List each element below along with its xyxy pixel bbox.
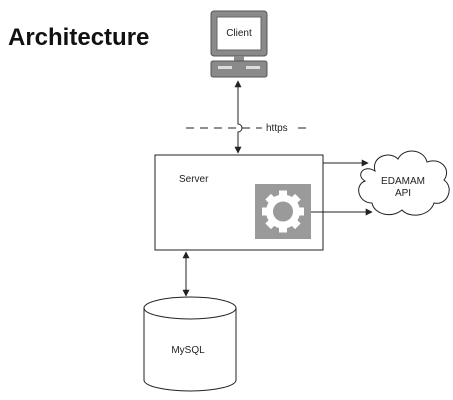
server-label: Server	[179, 174, 209, 185]
database-cylinder-icon	[143, 296, 237, 392]
https-label: https	[266, 123, 288, 134]
client-label: Client	[226, 28, 252, 39]
api-label-line1: EDAMAM	[381, 176, 425, 187]
api-label-line2: API	[395, 188, 411, 199]
cloud-icon	[358, 150, 450, 216]
database-label: MySQL	[171, 345, 205, 356]
client-computer-icon	[210, 10, 268, 78]
diagram-title: Architecture	[8, 24, 150, 51]
gear-icon	[255, 184, 311, 239]
client-server-connector	[234, 80, 243, 154]
